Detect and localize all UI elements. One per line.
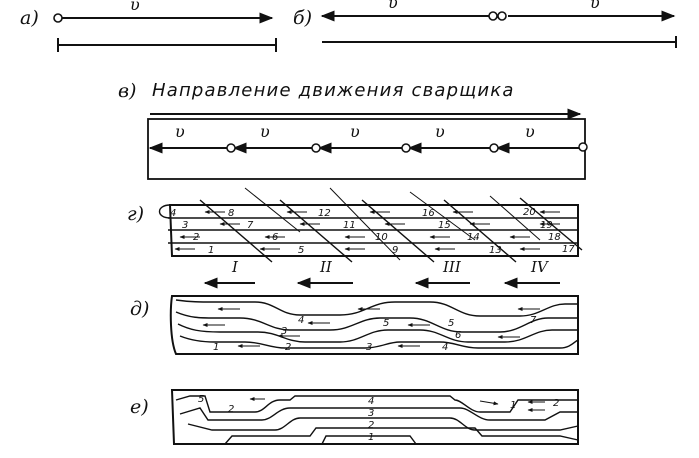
start-point-right bbox=[497, 11, 507, 21]
svg-text:2: 2 bbox=[193, 232, 199, 243]
label-d: г) bbox=[127, 203, 144, 225]
velocity-label-left: υ bbox=[388, 0, 398, 12]
svg-text:6: 6 bbox=[272, 232, 278, 243]
svg-text:5: 5 bbox=[383, 318, 389, 329]
svg-text:4: 4 bbox=[298, 315, 304, 326]
svg-text:17: 17 bbox=[562, 244, 575, 255]
svg-text:9: 9 bbox=[392, 245, 398, 256]
svg-text:4: 4 bbox=[170, 208, 176, 219]
svg-text:υ: υ bbox=[260, 122, 270, 141]
svg-text:3: 3 bbox=[281, 326, 287, 337]
svg-text:3: 3 bbox=[368, 408, 374, 419]
svg-text:16: 16 bbox=[422, 208, 435, 219]
panel-f: 5 2 4 3 2 1 1 2 bbox=[170, 389, 579, 445]
svg-text:1: 1 bbox=[510, 400, 516, 411]
segment-II: II bbox=[319, 258, 333, 276]
svg-text:6: 6 bbox=[455, 330, 461, 341]
svg-text:5: 5 bbox=[298, 245, 304, 256]
svg-text:10: 10 bbox=[375, 232, 388, 243]
svg-text:7: 7 bbox=[247, 220, 254, 231]
layer-arrows bbox=[174, 210, 560, 251]
panel-a: υ bbox=[53, 0, 277, 52]
svg-text:3: 3 bbox=[366, 342, 372, 353]
panel-d: 4 8 12 16 20 3 7 11 15 19 2 6 10 14 18 1… bbox=[158, 187, 583, 289]
svg-text:1: 1 bbox=[208, 245, 214, 256]
label-c: в) bbox=[118, 80, 136, 102]
segment-I: I bbox=[231, 258, 239, 276]
panel-b: υ υ bbox=[320, 0, 677, 48]
label-e: д) bbox=[130, 298, 149, 320]
svg-text:1: 1 bbox=[213, 342, 219, 353]
svg-text:15: 15 bbox=[438, 220, 451, 231]
svg-text:1: 1 bbox=[368, 432, 374, 443]
svg-text:υ: υ bbox=[525, 122, 535, 141]
svg-text:3: 3 bbox=[182, 220, 188, 231]
svg-text:11: 11 bbox=[343, 220, 356, 231]
svg-text:5: 5 bbox=[448, 318, 454, 329]
label-f: е) bbox=[130, 396, 149, 418]
segment-IV: IV bbox=[530, 258, 550, 276]
svg-text:19: 19 bbox=[540, 220, 553, 231]
velocity-label: υ bbox=[130, 0, 140, 14]
svg-text:4: 4 bbox=[368, 396, 374, 407]
panel-title: Направление движения сварщика bbox=[152, 80, 515, 101]
svg-text:υ: υ bbox=[175, 122, 185, 141]
svg-text:18: 18 bbox=[548, 232, 561, 243]
svg-text:2: 2 bbox=[553, 398, 559, 409]
panel-c: υ υ υ υ υ bbox=[147, 108, 588, 180]
svg-text:13: 13 bbox=[489, 245, 502, 256]
svg-text:2: 2 bbox=[368, 420, 374, 431]
svg-text:20: 20 bbox=[523, 207, 536, 218]
segment-III: III bbox=[442, 258, 462, 276]
svg-text:2: 2 bbox=[285, 342, 291, 353]
svg-text:υ: υ bbox=[350, 122, 360, 141]
start-point bbox=[53, 13, 63, 23]
svg-text:8: 8 bbox=[228, 208, 234, 219]
start-point-left bbox=[488, 11, 498, 21]
svg-text:7: 7 bbox=[530, 315, 537, 326]
svg-text:5: 5 bbox=[198, 394, 204, 405]
label-b: б) bbox=[293, 7, 312, 29]
panel-e: 1 2 3 4 3 4 5 5 6 7 bbox=[169, 295, 579, 355]
velocity-label-right: υ bbox=[590, 0, 600, 12]
svg-text:2: 2 bbox=[228, 404, 234, 415]
label-a: а) bbox=[20, 7, 39, 29]
svg-text:υ: υ bbox=[435, 122, 445, 141]
svg-text:12: 12 bbox=[318, 208, 331, 219]
svg-text:14: 14 bbox=[467, 232, 480, 243]
svg-text:4: 4 bbox=[442, 342, 448, 353]
